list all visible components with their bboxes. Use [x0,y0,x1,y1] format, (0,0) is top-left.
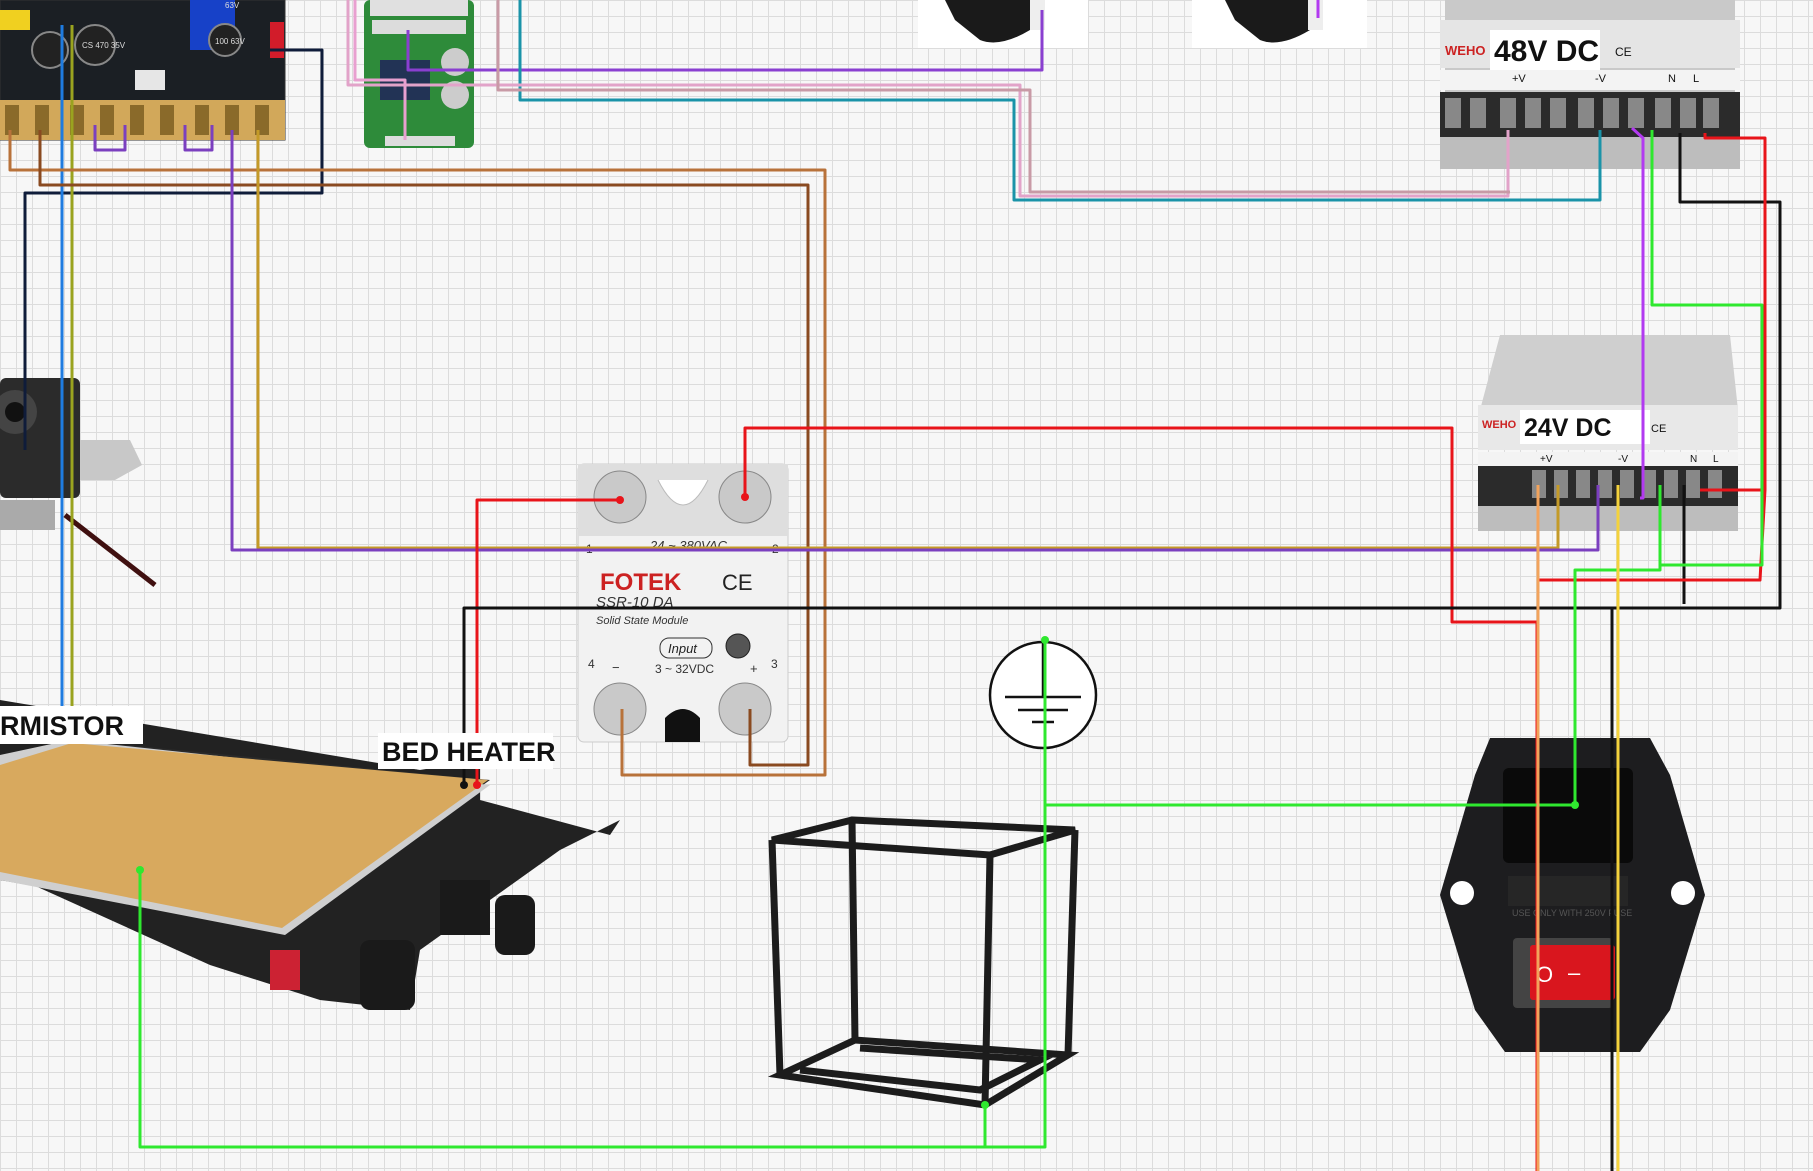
psu24-l: L [1713,454,1719,465]
wire-violet-driver1 [406,10,1044,72]
wire-black-bed-neutral [462,133,1782,785]
switch-on-mark: – [1568,960,1581,985]
wire-mustard-psu24 [256,130,1560,550]
ssr-ce: CE [722,570,753,595]
wire-purple-psu24 [230,130,1600,552]
power-inlet[interactable]: USE ONLY WITH 250V FUSE O – [1440,738,1705,1052]
wire-violet-psu48 [1630,126,1645,500]
wire-red-ssr-live [743,426,1539,1171]
ssr-input-label: Input [668,641,698,656]
ssr-pin4: 4 [588,657,595,671]
ssr-subtitle: Solid State Module [596,615,688,627]
inlet-fuse-text: USE ONLY WITH 250V FUSE [1512,908,1632,918]
psu48-minus: -V [1595,73,1607,85]
power-switch[interactable] [1530,945,1615,1000]
mainboard[interactable]: CS 470 35V 63V 100 63V [0,0,286,141]
psu48-label: 48V DC [1494,35,1599,68]
solid-state-relay[interactable]: 1 2 24 ~ 380VAC FOTEK CE SSR-10 DA Solid… [577,463,789,743]
stepper-driver-2[interactable] [1192,0,1367,48]
wire-pink-2 [496,0,1510,194]
wire-green-psu48 [1650,130,1764,567]
psu24-plus: +V [1540,454,1553,465]
switch-off-mark: O [1536,962,1553,987]
ssr-minus: − [612,660,620,675]
wires [8,0,1782,1171]
wire-pink [346,0,1510,198]
ssr-brand: FOTEK [600,569,682,596]
thermistor-label-group: RMISTOR [0,706,143,744]
printer-frame[interactable] [767,816,1080,1109]
psu24-ce: CE [1651,423,1666,435]
psu-24v[interactable]: WEHO +V -V N L CE 24V DC [1478,335,1738,531]
cap-label-2: 63V [225,1,240,10]
psu48-l: L [1693,73,1699,85]
psu48-brand: WEHO [1445,43,1485,58]
psu24-n: N [1690,454,1697,465]
wire-pink-board [353,0,407,140]
ssr-plus: + [750,661,758,676]
wire-green-bed [138,640,1047,1149]
cap-label-3: 100 63V [215,37,245,46]
wire-navy-motor [23,48,324,450]
ground-symbol [988,640,1098,750]
stepper-driver-1[interactable] [918,0,1088,48]
wire-green-inlet [1045,485,1662,807]
bed-heater-label-group: BED HEATER [378,733,556,769]
psu48-plus: +V [1512,73,1526,85]
wire-brown-inner [38,130,810,767]
ssr-dc-range: 3 ~ 32VDC [655,662,714,676]
wire-purple-loop [93,125,214,152]
stepper-motor[interactable] [0,378,157,587]
psu24-minus: -V [1618,454,1628,465]
driver-board[interactable] [364,0,474,148]
psu24-brand: WEHO [1482,419,1517,431]
wire-brown-outer [8,130,827,777]
psu24-label: 24V DC [1524,414,1612,442]
psu48-ce: CE [1615,45,1632,59]
bed-heater-label: BED HEATER [382,737,556,767]
thermistor-label: RMISTOR [0,711,124,741]
psu-48v[interactable]: WEHO +V -V N L CE 48V DC [1440,0,1740,169]
cap-label-1: CS 470 35V [82,41,126,50]
wire-red-bed-ssr [475,498,620,785]
wire-teal [518,0,1602,202]
ssr-pin3: 3 [771,657,778,671]
psu48-n: N [1668,73,1676,85]
